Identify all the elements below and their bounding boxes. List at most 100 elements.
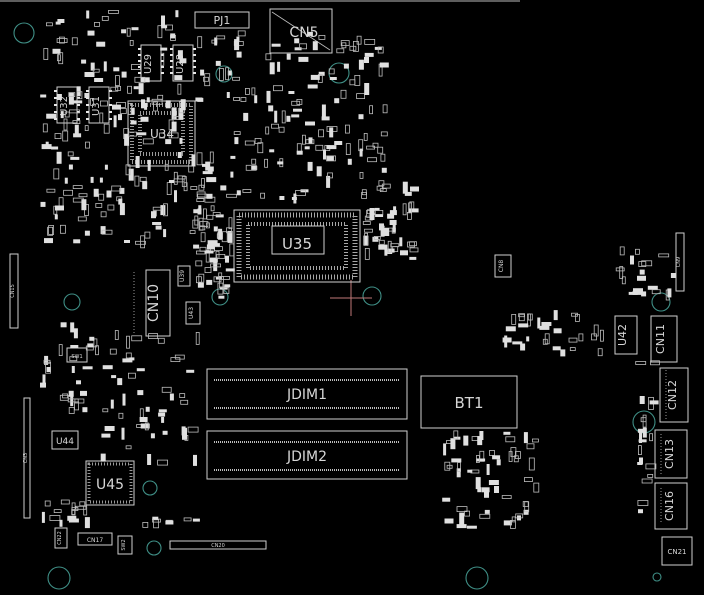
passive-part [64,177,68,184]
passive-part [265,126,270,135]
passive-part [42,123,48,133]
passive-part [56,94,62,100]
passive-part [153,519,160,529]
passive-part [84,72,95,77]
label-cn13: CN13 [663,439,676,469]
passive-part [89,336,95,341]
passive-part [402,181,408,194]
passive-part [232,76,241,81]
passive-part [173,116,180,120]
passive-part [305,121,315,126]
passive-part [124,133,130,146]
component-u42: U42 [614,315,638,355]
passive-part [537,317,541,329]
label-u44: U44 [56,437,74,447]
passive-part [145,406,150,412]
passive-part [186,369,195,373]
passive-part [296,150,303,155]
component-sw2: SW2 [117,535,133,555]
passive-part [298,56,309,62]
passive-part [127,103,132,115]
passive-part [293,108,302,112]
passive-part [205,249,210,263]
passive-part [189,230,196,235]
passive-part [170,33,176,39]
passive-part [372,142,379,148]
passive-part [402,203,407,216]
passive-part [179,393,186,399]
passive-part [359,148,363,157]
passive-part [312,41,318,51]
passive-part [175,10,179,18]
passive-part [484,509,490,514]
passive-part [381,183,391,189]
passive-part [94,21,100,27]
passive-part [121,71,127,78]
passive-part [326,175,331,188]
passive-part [140,116,149,122]
passive-part [100,453,106,462]
passive-part [69,356,78,362]
passive-part [244,140,255,146]
passive-part [86,10,90,19]
passive-part [451,458,462,463]
passive-part [199,246,207,252]
passive-part [526,336,530,342]
passive-part [257,142,264,154]
passive-part [142,138,154,145]
passive-part [364,83,370,95]
passive-part [144,422,149,431]
passive-part [340,89,347,99]
passive-part [271,43,281,47]
passive-part [202,163,209,167]
passive-part [220,185,227,191]
passive-part [160,52,165,66]
passive-part [641,291,647,297]
passive-part [489,450,495,456]
passive-part [51,146,59,150]
mount-hole [652,572,662,582]
passive-part [117,378,123,386]
passive-part [160,205,166,216]
passive-part [511,313,517,325]
passive-part [307,161,313,171]
passive-part [218,272,223,280]
passive-part [157,94,164,100]
passive-part [137,390,144,396]
label-u29: U29 [143,54,154,74]
passive-part [326,145,337,150]
passive-part [101,229,113,235]
passive-part [366,145,376,150]
passive-part [218,228,223,240]
passive-part [476,458,486,462]
passive-part [524,501,530,513]
passive-part [121,427,125,440]
passive-part [43,48,49,60]
passive-part [40,201,46,207]
passive-part [144,231,151,239]
mount-hole [13,22,35,44]
passive-part [326,156,334,161]
passive-part [136,132,147,136]
passive-part [206,177,217,183]
passive-part [269,62,275,75]
passive-part [207,240,218,246]
label-u45: U45 [96,477,124,493]
passive-part [58,344,63,357]
passive-part [619,266,624,279]
passive-part [509,520,516,529]
passive-part [142,181,148,190]
passive-part [266,90,271,103]
passive-part [87,30,95,36]
passive-part [600,329,604,342]
passive-part [486,464,490,475]
passive-part [453,430,459,440]
label-cn15: CN15 [10,284,16,298]
component-u44: U44 [51,430,79,450]
passive-part [161,386,172,393]
passive-part [84,230,90,236]
passive-part [343,63,349,69]
passive-part [242,189,252,193]
passive-part [464,510,471,517]
